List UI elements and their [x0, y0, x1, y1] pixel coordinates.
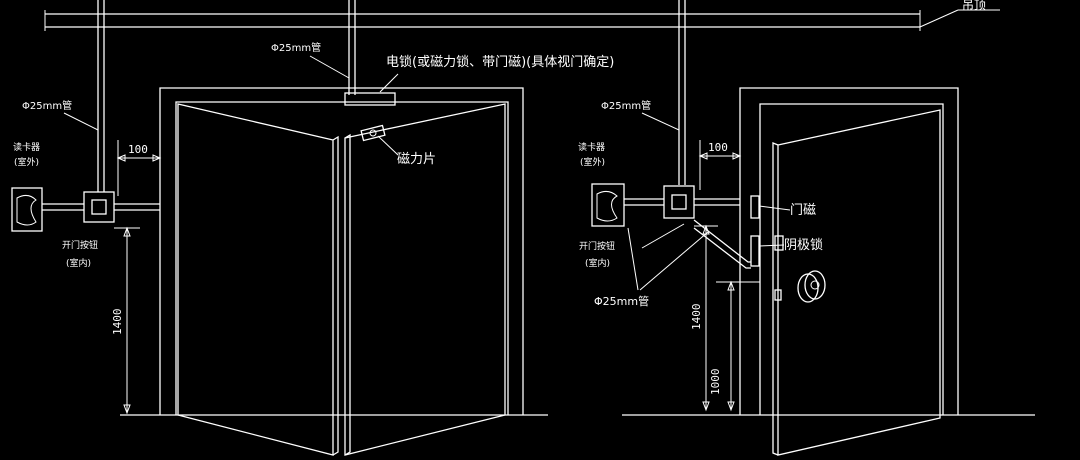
left-door-leaf-right-edge [344, 133, 351, 456]
left-dim-100 [116, 140, 162, 196]
bolt-lock-label: 阴极锁 [784, 237, 823, 253]
magnet-plate-leader [377, 135, 399, 156]
right-pipe-reader [678, 0, 686, 185]
left-pipe-leader-top [309, 55, 350, 79]
right-dim-100-label: 100 [708, 141, 728, 154]
right-pipe-leader-3 [641, 223, 685, 249]
magnet-plate-label: 磁力片 [397, 152, 436, 167]
right-exit-sub: (室内) [585, 257, 610, 269]
door-knob [797, 273, 819, 303]
left-dim-1400 [114, 226, 140, 415]
right-exit-button [663, 185, 695, 219]
left-exit-button-inner [91, 199, 107, 215]
bolt-lock-strike [774, 235, 784, 251]
right-dim-100 [698, 140, 742, 190]
right-pipe-lock [693, 219, 751, 269]
right-dim-1000 [716, 280, 760, 412]
right-pipe-label: Φ25mm管 [594, 294, 649, 308]
latch [774, 289, 782, 301]
left-door-leaf-left [177, 103, 334, 456]
right-door-frame [739, 87, 959, 415]
right-card-reader-icon [596, 190, 618, 222]
right-door-leaf [777, 109, 941, 456]
bolt-lock-leader [758, 244, 785, 247]
left-exit-label: 开门按钮 [62, 239, 98, 251]
left-pipe-reader [97, 0, 105, 192]
left-card-reader-icon [16, 194, 37, 226]
left-magnet-plate-screw [369, 129, 377, 137]
right-pipe-label-top: Φ25mm管 [601, 99, 651, 112]
left-electric-lock [344, 92, 396, 106]
door-magnet-leader [758, 205, 791, 211]
right-dim-1400-label: 1400 [690, 304, 703, 331]
left-exit-sub: (室内) [66, 257, 91, 269]
left-pipe-label-top: Φ25mm管 [271, 41, 321, 54]
left-reader-label: 读卡器 [13, 141, 40, 153]
left-pipe-lock [348, 0, 356, 95]
left-magnet-plate [360, 124, 386, 142]
left-dim-100-label: 100 [128, 143, 148, 156]
left-reader-sub: (室外) [14, 156, 39, 168]
left-door-leaf-left-edge [332, 135, 339, 456]
ceiling-line [44, 9, 1000, 31]
door-knob-center [810, 280, 820, 290]
right-door-frame-inner [759, 103, 944, 415]
door-magnet [750, 195, 760, 219]
right-dim-1000-label: 1000 [709, 369, 722, 396]
bolt-lock [750, 235, 760, 267]
left-pipe-leader [63, 112, 99, 131]
left-door-leaf-right [344, 103, 506, 456]
door-knob-rose [804, 270, 826, 300]
right-pipe-leader-2 [639, 231, 709, 291]
door-magnet-label: 门磁 [790, 203, 816, 218]
right-door-leaf-edge [772, 142, 779, 456]
left-pipe-label: Φ25mm管 [22, 99, 72, 112]
lock-label: 电锁(或磁力锁、带门磁)(具体视门确定) [386, 54, 614, 70]
right-reader-label: 读卡器 [578, 141, 605, 153]
ceiling-label: 吊顶 [962, 0, 986, 12]
right-pipe-leader-1 [627, 227, 639, 291]
left-door-frame-inner [175, 101, 509, 415]
left-door-frame [159, 87, 524, 415]
left-exit-button [83, 191, 115, 223]
left-dim-1400-label: 1400 [111, 309, 124, 336]
right-pipe-leader-top [641, 112, 680, 131]
right-exit-button-inner [671, 194, 687, 210]
lock-leader [379, 73, 399, 93]
right-exit-label: 开门按钮 [579, 240, 615, 252]
right-reader-sub: (室外) [580, 156, 605, 168]
